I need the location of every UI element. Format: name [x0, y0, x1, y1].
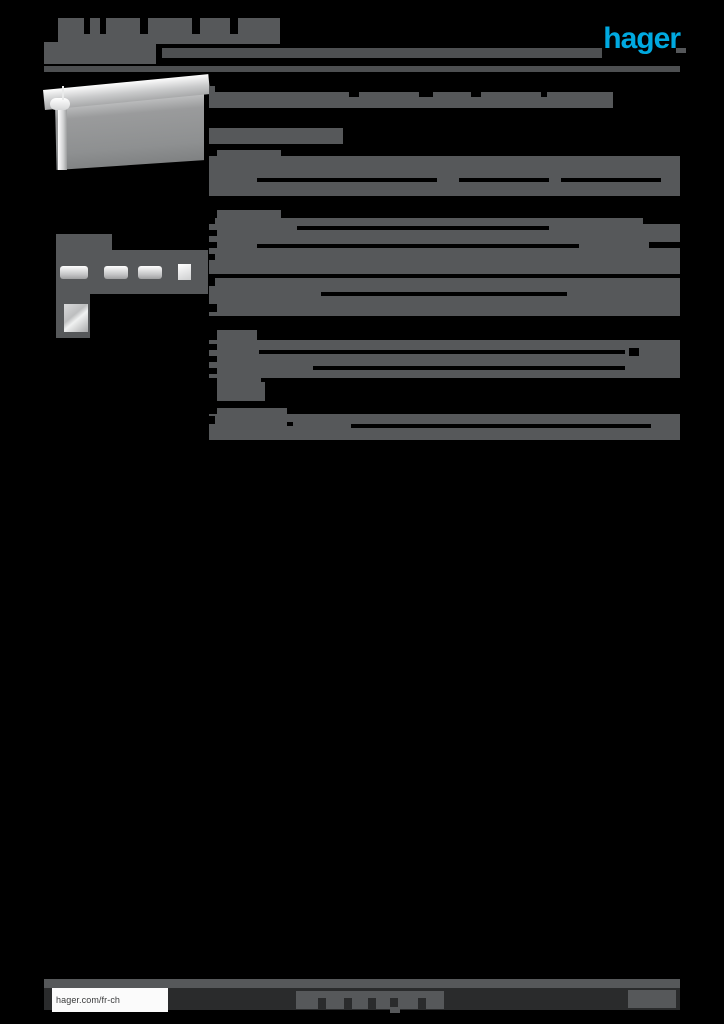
- section-label: [209, 128, 680, 144]
- header-divider: [44, 66, 680, 72]
- section-block-2: [209, 278, 680, 320]
- hager-logo: hager: [603, 22, 681, 55]
- page-header: hager: [44, 14, 686, 74]
- section-intro: [209, 86, 680, 110]
- section-caption: [209, 382, 680, 404]
- thumbnail-detail: [64, 304, 88, 332]
- thumbnail-item: [104, 266, 128, 279]
- content-column: [209, 86, 680, 442]
- footer-divider: [44, 979, 680, 988]
- page-subtitle: [162, 48, 602, 58]
- page-title-line-2: [44, 42, 156, 64]
- page-number: [628, 990, 676, 1008]
- page-title: [58, 18, 280, 44]
- thumbnail-item: [138, 266, 162, 279]
- thumbnail-item: [178, 264, 191, 280]
- section-block-1: [209, 150, 680, 198]
- footer-center-text: [296, 991, 448, 1013]
- section-block-3: [209, 330, 680, 388]
- section-specs: [209, 210, 680, 278]
- thumbnail-strip: [56, 234, 208, 338]
- thumbnail-item: [60, 266, 88, 279]
- section-footnote: [209, 408, 680, 442]
- footer-url[interactable]: hager.com/fr-ch: [52, 988, 168, 1012]
- trademark-mark: [676, 48, 686, 53]
